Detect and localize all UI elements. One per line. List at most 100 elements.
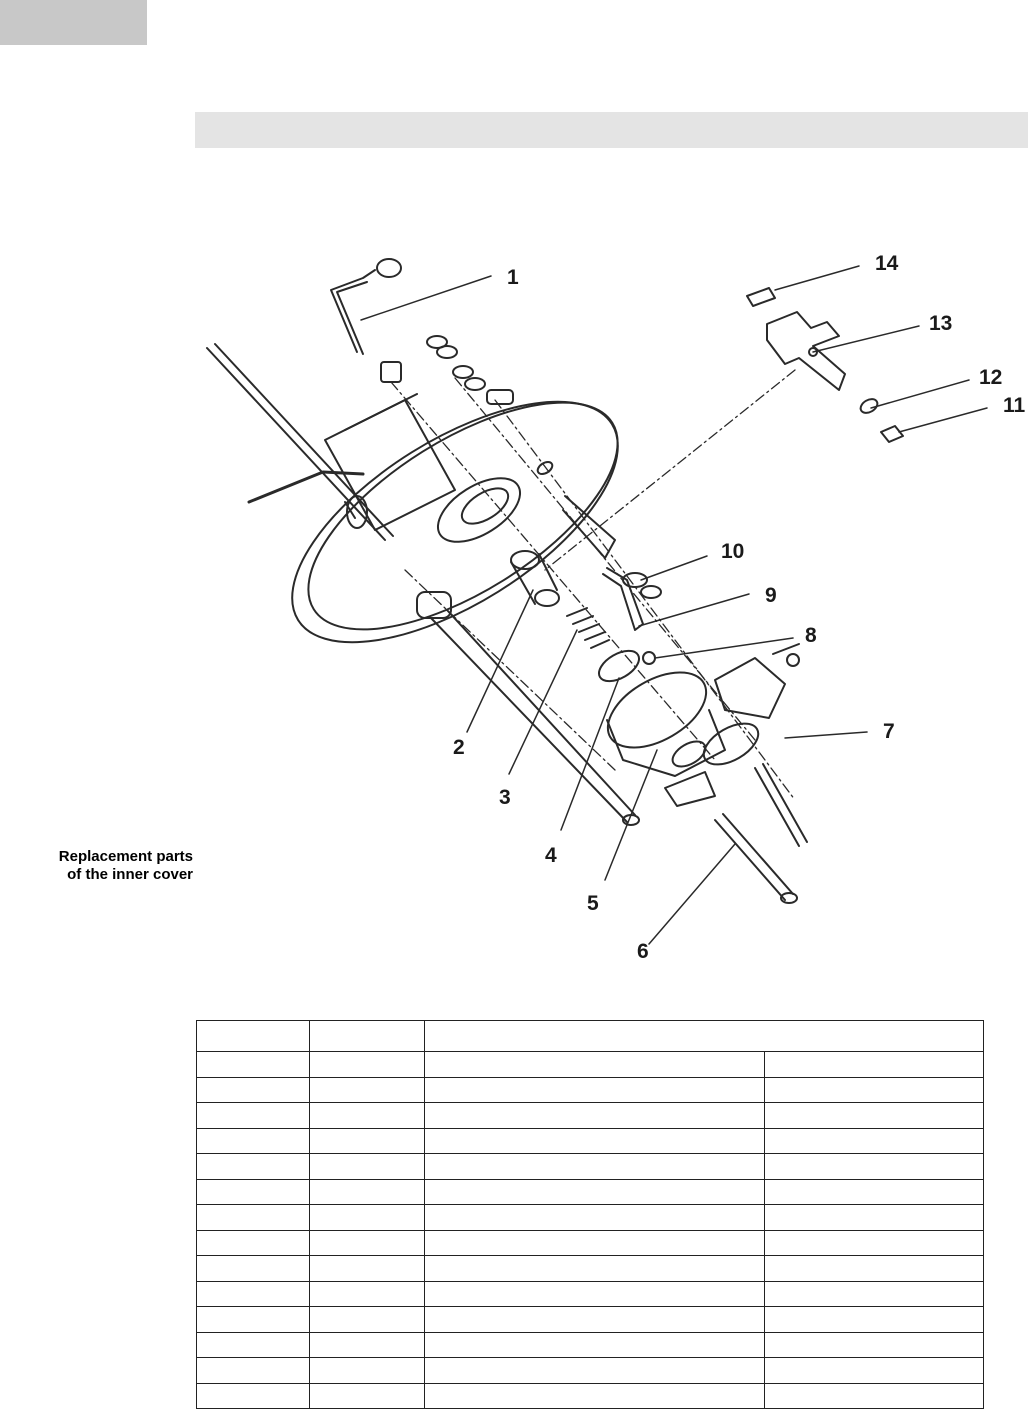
motor-body — [324, 393, 456, 531]
table-cell — [309, 1051, 425, 1078]
table-cell — [196, 1153, 310, 1180]
table-cell — [764, 1357, 984, 1384]
callout-5: 5 — [587, 892, 599, 915]
header-cell-3 — [424, 1020, 984, 1052]
callout-10: 10 — [721, 540, 744, 563]
table-cell — [309, 1076, 425, 1103]
table-cell — [309, 1153, 425, 1180]
table-cell — [424, 1102, 765, 1129]
table-row — [196, 1280, 984, 1307]
table-row — [196, 1102, 984, 1129]
table-cell — [764, 1280, 984, 1307]
conduit-with-nut — [330, 258, 402, 383]
table-cell — [424, 1127, 765, 1154]
callout-2: 2 — [453, 736, 465, 759]
caption-line-1: Replacement parts — [58, 848, 193, 865]
table-row — [196, 1178, 984, 1205]
table-header-row — [196, 1020, 984, 1052]
table-cell — [424, 1204, 765, 1231]
spindle — [510, 550, 560, 607]
side-pipe — [247, 470, 365, 504]
table-cell — [424, 1357, 765, 1384]
table-cell — [309, 1102, 425, 1129]
table-cell — [424, 1153, 765, 1180]
header-cell-2 — [309, 1020, 425, 1052]
table-cell — [764, 1102, 984, 1129]
screws — [714, 763, 808, 904]
table-cell — [196, 1255, 310, 1282]
housing-block — [606, 671, 726, 777]
table-cell — [424, 1382, 765, 1409]
table-cell — [309, 1229, 425, 1256]
table-cell — [424, 1051, 765, 1078]
table-row — [196, 1382, 984, 1409]
table-cell — [309, 1204, 425, 1231]
table-cell — [764, 1076, 984, 1103]
table-cell — [196, 1076, 310, 1103]
leader-lines — [360, 265, 988, 945]
table-cell — [764, 1178, 984, 1205]
callout-6: 6 — [637, 940, 649, 963]
upper-right-parts — [746, 287, 904, 443]
o-ring — [598, 649, 640, 683]
table-cell — [309, 1255, 425, 1282]
figure-caption: Replacement parts of the inner cover — [3, 848, 193, 884]
table-cell — [196, 1204, 310, 1231]
table-row — [196, 1204, 984, 1231]
section-header-bar — [195, 112, 1028, 148]
spring — [566, 607, 610, 649]
long-rod — [206, 343, 394, 541]
table-cell — [424, 1306, 765, 1333]
callout-9: 9 — [765, 584, 777, 607]
table-cell — [196, 1280, 310, 1307]
table-cell — [309, 1382, 425, 1409]
caption-line-2: of the inner cover — [67, 866, 193, 883]
table-cell — [764, 1331, 984, 1358]
table-row — [196, 1229, 984, 1256]
table-row — [196, 1306, 984, 1333]
callout-11: 11 — [1003, 394, 1026, 417]
table-cell — [424, 1255, 765, 1282]
table-cell — [309, 1306, 425, 1333]
table-cell — [196, 1229, 310, 1256]
table-cell — [196, 1178, 310, 1205]
table-cell — [196, 1357, 310, 1384]
lower-rod — [416, 591, 640, 826]
table-row — [196, 1255, 984, 1282]
table-cell — [424, 1280, 765, 1307]
table-row — [196, 1051, 984, 1078]
washer-stack — [426, 335, 514, 405]
table-row — [196, 1076, 984, 1103]
clamp-bracket — [664, 643, 800, 807]
callout-12: 12 — [979, 366, 1002, 389]
callout-8: 8 — [805, 624, 817, 647]
table-cell — [764, 1382, 984, 1409]
table-cell — [309, 1331, 425, 1358]
callout-14: 14 — [875, 252, 899, 275]
base-plate — [291, 400, 619, 644]
table-cell — [309, 1127, 425, 1154]
table-cell — [196, 1331, 310, 1358]
table-cell — [309, 1178, 425, 1205]
callout-3: 3 — [499, 786, 511, 809]
table-cell — [764, 1204, 984, 1231]
table-cell — [424, 1178, 765, 1205]
header-tab — [0, 0, 147, 45]
assembly-axes — [390, 369, 796, 801]
diagram-svg: 1 2 3 4 5 6 7 8 9 10 11 12 13 14 — [206, 252, 1026, 963]
table-row — [196, 1357, 984, 1384]
parts-table — [196, 1020, 984, 1409]
table-cell — [764, 1306, 984, 1333]
small-ball — [642, 651, 656, 665]
table-cell — [424, 1229, 765, 1256]
table-cell — [424, 1331, 765, 1358]
callout-13: 13 — [929, 312, 952, 335]
table-row — [196, 1153, 984, 1180]
table-cell — [196, 1051, 310, 1078]
lever-and-pin — [562, 495, 662, 631]
table-cell — [764, 1153, 984, 1180]
table-cell — [764, 1255, 984, 1282]
table-cell — [196, 1102, 310, 1129]
table-cell — [764, 1229, 984, 1256]
callout-1: 1 — [507, 266, 519, 289]
